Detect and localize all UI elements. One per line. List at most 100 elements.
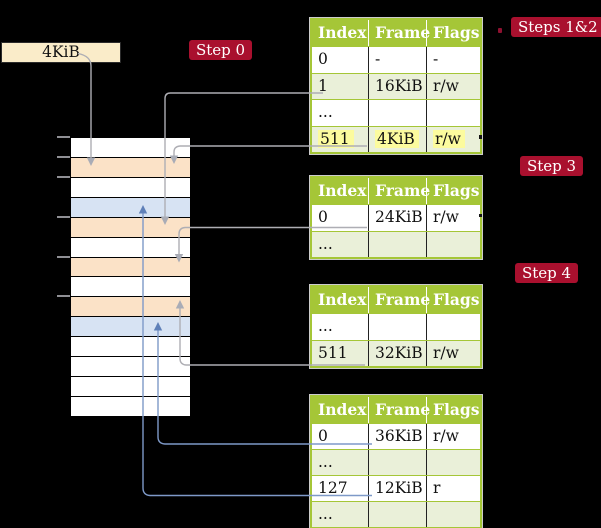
table-cell: 32KiB (368, 340, 426, 367)
table-cell: - (368, 47, 426, 73)
table-cell: 12KiB (368, 476, 426, 501)
entry-stub (478, 213, 482, 217)
steps-1-2-label: Steps 1&2 (511, 17, 601, 37)
physical-memory-column (70, 137, 191, 417)
table-cell (426, 100, 480, 126)
column-header: Index (318, 23, 367, 42)
table-cell: ... (318, 103, 333, 122)
table-cell: 127 (318, 479, 348, 497)
table-cell: r/w (426, 424, 480, 449)
entry-stub (478, 135, 482, 139)
table-cell (368, 502, 426, 527)
table-cell (368, 231, 426, 258)
table-cell (426, 231, 480, 258)
memory-frame-row-white (71, 376, 190, 396)
table-cell (426, 502, 480, 527)
table-cell (426, 450, 480, 475)
frame-address-box: 4KiB (1, 42, 121, 63)
column-header: Index (318, 400, 367, 419)
arrow-stub-red (498, 28, 502, 33)
table-cell: - (426, 47, 480, 73)
table-cell (368, 100, 426, 126)
table-cell: 1 (318, 76, 328, 95)
memory-frame-row-blue (71, 316, 190, 337)
frame-tick (57, 175, 70, 178)
frame-tick (57, 295, 70, 298)
table-cell: r/w (426, 126, 480, 153)
memory-frame-row-orange (71, 256, 190, 277)
table-cell: r (426, 476, 480, 501)
table-row: ... (312, 501, 480, 527)
table-cell: r/w (426, 205, 480, 231)
column-header: Flags (426, 20, 480, 46)
table-row: 511 4KiB r/w (312, 125, 480, 153)
memory-frame-row-orange (71, 296, 190, 317)
memory-frame-row-white (71, 276, 190, 297)
table-cell (368, 450, 426, 475)
memory-frame-row-white (71, 336, 190, 357)
table-cell: r/w (426, 73, 480, 100)
table-cell: 0 (318, 208, 328, 226)
table-cell: ... (318, 317, 333, 335)
column-header: Flags (426, 397, 480, 423)
table-cell: ... (318, 234, 333, 253)
step-0-label: Step 0 (189, 40, 253, 60)
table-cell: 16KiB (368, 73, 426, 100)
table-row: ... (312, 313, 480, 340)
frame-tick (57, 215, 70, 218)
highlighted-value: 4KiB (375, 129, 419, 148)
memory-frame-row-blue (71, 196, 190, 217)
step-4-label: Step 4 (515, 263, 579, 283)
memory-frame-row-white (71, 356, 190, 377)
frame-tick (57, 155, 70, 158)
table-cell: 36KiB (368, 424, 426, 449)
table-cell (426, 314, 480, 340)
table-cell: 24KiB (368, 205, 426, 231)
table-row: ... (312, 449, 480, 475)
column-header: Frame (368, 178, 430, 204)
column-header: Frame (368, 20, 430, 46)
table-cell: 4KiB (368, 126, 426, 153)
highlighted-value: 511 (318, 129, 354, 148)
memory-frame-row-white (71, 176, 190, 197)
frame-tick (57, 255, 70, 258)
memory-frame-row-white (71, 236, 190, 257)
memory-frame-row-orange (71, 216, 190, 237)
table-cell: ... (318, 453, 333, 471)
column-header: Frame (368, 287, 430, 313)
column-header: Index (318, 290, 367, 309)
column-header: Index (318, 181, 367, 200)
frame-tick (57, 136, 70, 138)
table-cell: ... (318, 505, 333, 523)
table-cell: 0 (318, 427, 328, 445)
table-row: ... (312, 230, 480, 258)
column-header: Flags (426, 178, 480, 204)
column-header: Flags (426, 287, 480, 313)
table-row: ... (312, 99, 480, 126)
highlighted-value: r/w (433, 129, 465, 148)
table-cell: 511 (312, 127, 368, 153)
memory-frame-row-white (71, 395, 190, 416)
table-cell (368, 314, 426, 340)
table-row: 0 -- (312, 46, 480, 73)
step-3-label: Step 3 (520, 156, 584, 176)
memory-frame-row-orange (71, 156, 190, 177)
table-cell: 0 (318, 50, 328, 68)
table-cell: 511 (318, 343, 348, 362)
column-header: Frame (368, 397, 430, 423)
memory-frame-row-white (71, 138, 190, 157)
